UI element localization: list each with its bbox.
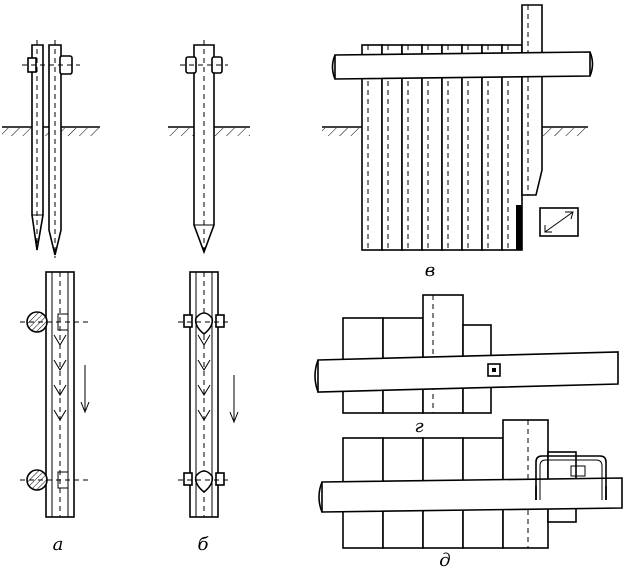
plan-chevrons [53,334,67,421]
panel-b-plan [178,271,239,518]
clamp-b-bottom [194,470,214,494]
driven-pile [521,4,543,196]
panel-a-elevation [2,40,100,258]
label-a: а [53,534,64,555]
u-clamp [535,455,607,500]
board-left [31,44,44,251]
panel-a-plan [20,271,90,518]
label-b: б [198,534,210,555]
wale-beam [334,51,591,80]
panel-d [318,419,623,549]
tip-fill [516,205,522,250]
tall-pile-g [422,294,464,414]
clamp-b-top [194,312,214,336]
panel-b-elevation [168,40,250,255]
label-d: д [439,550,450,571]
label-g: г [414,416,423,437]
panel-g [314,294,619,414]
wall-piles [361,4,543,251]
label-v: в [425,260,435,281]
wale-d [321,477,623,513]
panel-v-wall [322,4,594,251]
wale-g [317,351,619,393]
